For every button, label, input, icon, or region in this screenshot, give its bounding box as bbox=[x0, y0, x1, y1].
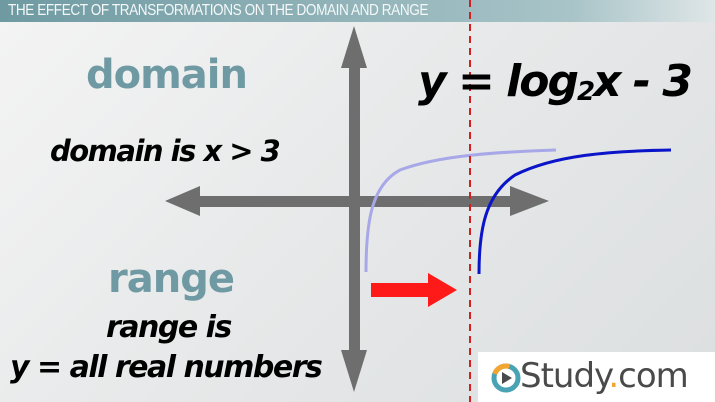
shifted-log-curve bbox=[477, 148, 672, 275]
logo-tld: com bbox=[618, 356, 689, 396]
shift-arrow bbox=[371, 273, 457, 307]
y-axis bbox=[349, 60, 360, 360]
range-statement-line2: y = all real numbers bbox=[10, 350, 323, 385]
domain-heading: domain bbox=[86, 52, 248, 98]
equation-base: 2 bbox=[577, 77, 595, 107]
slide-title: THE EFFECT OF TRANSFORMATIONS ON THE DOM… bbox=[8, 2, 429, 19]
play-icon bbox=[491, 363, 521, 393]
y-axis-arrow-down bbox=[341, 350, 367, 392]
x-axis-arrow-left bbox=[165, 186, 200, 216]
logo-name: Study bbox=[520, 356, 609, 396]
equation-prefix: y = log bbox=[418, 56, 579, 107]
title-bar: THE EFFECT OF TRANSFORMATIONS ON THE DOM… bbox=[0, 0, 715, 22]
equation: y = log2x - 3 bbox=[418, 56, 693, 107]
range-statement-line1: range is bbox=[106, 310, 232, 345]
x-axis bbox=[195, 196, 515, 207]
y-axis-arrow-up bbox=[341, 26, 367, 68]
logo-dot: . bbox=[608, 356, 619, 396]
domain-statement: domain is x > 3 bbox=[50, 134, 281, 168]
equation-suffix: x - 3 bbox=[593, 56, 693, 107]
original-log-curve bbox=[364, 148, 557, 273]
study-logo: Study.com bbox=[478, 352, 715, 402]
range-heading: range bbox=[108, 256, 235, 302]
x-axis-arrow-right bbox=[510, 186, 549, 216]
